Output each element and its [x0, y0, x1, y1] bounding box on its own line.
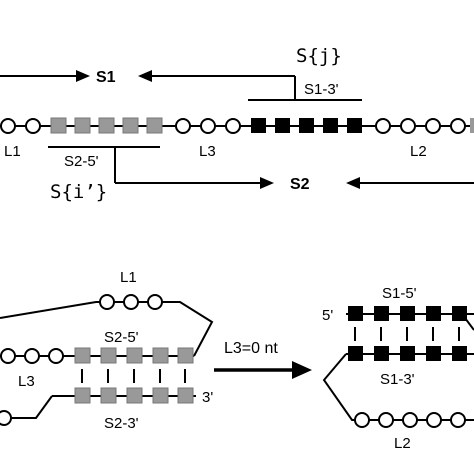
- l2-label-bottom: L2: [394, 435, 411, 452]
- nt-circle: [200, 118, 216, 134]
- nt-circle: [375, 118, 391, 134]
- s1-3prime-label-bottom: S1-3': [380, 371, 415, 388]
- l3-label-bottom: L3: [18, 373, 35, 390]
- bottom-right-panel: 5' S1-5' S1-3' L2: [322, 285, 474, 452]
- nt-square-black: [323, 118, 338, 133]
- s1-3prime-label: S1-3': [304, 81, 339, 98]
- nt-square-gray: [50, 117, 67, 134]
- s2-5prime-label-top: S2-5': [64, 153, 99, 170]
- nt-circle: [225, 118, 241, 134]
- top-circles: [0, 118, 466, 134]
- nt-circle: [425, 118, 441, 134]
- l2-label-top: L2: [410, 143, 427, 160]
- nt-circle: [48, 348, 64, 364]
- s1-5prime-squares: [348, 306, 467, 321]
- nt-square-black: [275, 118, 290, 133]
- nt-square-gray: [98, 117, 115, 134]
- nt-circle: [0, 118, 16, 134]
- nt-square-black: [251, 118, 266, 133]
- l2-circles: [354, 412, 466, 428]
- l3-circles: [0, 348, 64, 364]
- nt-square-black: [348, 306, 363, 321]
- nt-square-black: [374, 346, 389, 361]
- s2-3prime-squares: [74, 387, 194, 404]
- nt-circle: [175, 118, 191, 134]
- nt-circle: [426, 412, 442, 428]
- nt-square-black: [426, 306, 441, 321]
- nt-square-black: [400, 306, 415, 321]
- nt-circle: [24, 348, 40, 364]
- nt-square-black: [299, 118, 314, 133]
- transition-arrowhead: [292, 361, 312, 379]
- right-arrowhead: [346, 177, 360, 189]
- nt-circle: [147, 294, 163, 310]
- nt-square-gray: [177, 347, 194, 364]
- transition-arrow-label: L3=0 nt: [224, 340, 278, 357]
- l3-label-top: L3: [199, 143, 216, 160]
- l1-loop-line: [0, 301, 214, 357]
- l1-circles: [99, 294, 163, 310]
- bottom-left-panel: L1 S2-5' L3 3' S2-3': [0, 269, 213, 432]
- nt-circle: [0, 348, 16, 364]
- nt-circle: [0, 410, 12, 426]
- nt-square-black: [374, 306, 389, 321]
- s1-5prime-label: S1-5': [382, 285, 417, 302]
- nt-square-gray: [100, 387, 117, 404]
- top-panel: S{j} S1 S1-3' L1 S2-5' L3 L2 S{i’} S2: [0, 45, 474, 203]
- nt-square-gray: [152, 347, 169, 364]
- nt-circle: [378, 412, 394, 428]
- s2-5prime-squares: [74, 347, 194, 364]
- top-black-squares: [251, 118, 362, 133]
- l1-label-top: L1: [4, 143, 21, 160]
- s-i-label: S{i’}: [50, 181, 107, 203]
- nt-square-gray: [126, 387, 143, 404]
- nt-circle: [400, 118, 416, 134]
- s2-label: S2: [290, 176, 310, 193]
- nt-square-black: [452, 346, 467, 361]
- nt-circle: [450, 412, 466, 428]
- top-gray-squares: [50, 117, 163, 134]
- nt-square-black: [452, 306, 467, 321]
- nt-square-gray: [74, 117, 91, 134]
- s1-base-pairs: [354, 327, 460, 341]
- five-prime-label: 5': [322, 307, 333, 324]
- nt-square-black: [347, 118, 362, 133]
- left-arrowhead: [76, 70, 90, 82]
- nt-square-gray: [152, 387, 169, 404]
- nt-circle: [402, 412, 418, 428]
- s2-3prime-label-bottom: S2-3': [104, 415, 139, 432]
- l1-label-bottom: L1: [120, 269, 137, 286]
- nt-circle: [450, 118, 466, 134]
- nt-circle: [99, 294, 115, 310]
- s2-5prime-label-bottom: S2-5': [104, 329, 139, 346]
- s2-base-pairs: [81, 369, 186, 383]
- nt-square-gray: [100, 347, 117, 364]
- nt-circle: [123, 294, 139, 310]
- nt-circle: [25, 118, 41, 134]
- s2-arrowhead-right: [260, 177, 274, 189]
- nt-square-black: [426, 346, 441, 361]
- nt-square-black: [400, 346, 415, 361]
- nt-square-gray: [126, 347, 143, 364]
- s1-3prime-squares: [348, 346, 467, 361]
- transition-arrow: L3=0 nt: [214, 340, 312, 379]
- three-prime-label: 3': [202, 389, 213, 406]
- nt-square-gray: [470, 118, 474, 133]
- nt-square-gray: [74, 347, 91, 364]
- nt-square-gray: [122, 117, 139, 134]
- nt-square-gray: [146, 117, 163, 134]
- s-j-label: S{j}: [296, 45, 342, 67]
- nt-square-black: [348, 346, 363, 361]
- nt-square-gray: [177, 387, 194, 404]
- nt-circle: [354, 412, 370, 428]
- s1-label: S1: [96, 69, 116, 86]
- s1-arrowhead-left: [138, 70, 152, 82]
- nt-square-gray: [74, 387, 91, 404]
